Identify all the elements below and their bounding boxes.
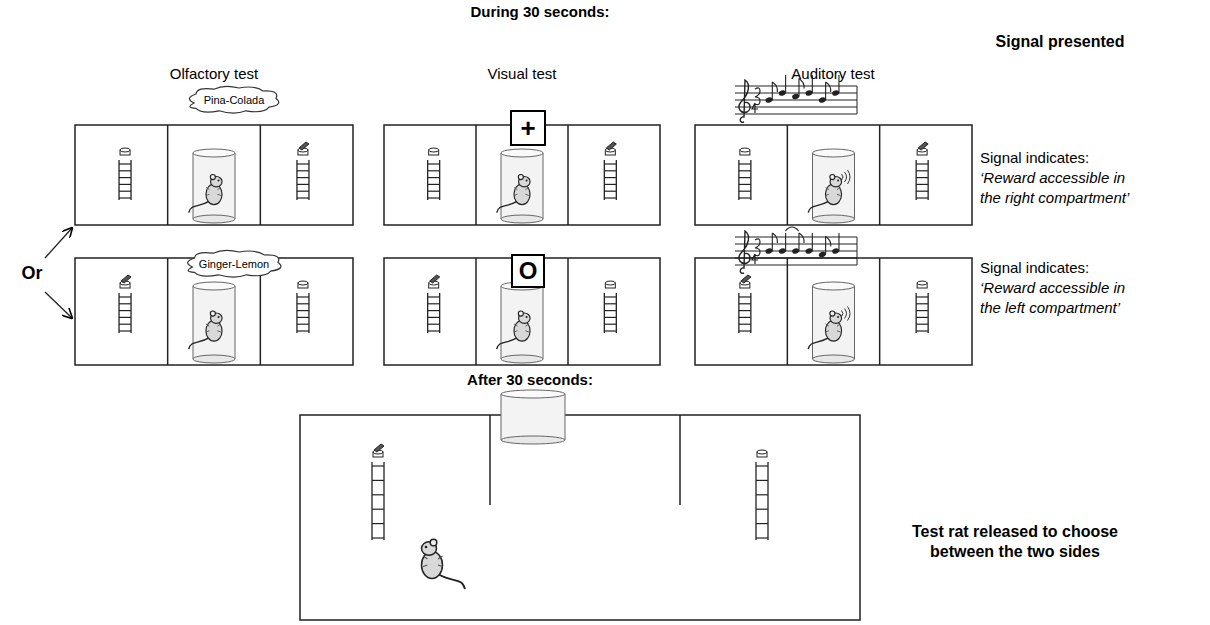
rat-figure — [808, 311, 841, 349]
ladder — [297, 142, 309, 200]
holding-cylinder — [189, 149, 235, 223]
signal-note: Signal indicates: — [980, 258, 1205, 278]
ladder — [119, 275, 131, 333]
cue-symbol: O — [519, 259, 538, 283]
reward-dish — [917, 142, 928, 155]
sound-waves — [845, 172, 847, 182]
reward-dish — [740, 275, 751, 288]
rat-figure — [497, 175, 530, 213]
reward-dish — [120, 275, 131, 288]
test-heading: Auditory test — [753, 64, 913, 84]
ladder — [739, 275, 751, 333]
reward-dish — [298, 142, 309, 155]
rat-figure — [808, 175, 841, 213]
rat-figure — [189, 311, 222, 349]
ladder — [428, 148, 440, 200]
reward-dish — [605, 142, 616, 155]
ladder — [739, 148, 751, 200]
ladder — [372, 444, 384, 540]
rat-figure — [189, 175, 222, 213]
music-staff — [735, 75, 857, 122]
visual-cue: + — [510, 110, 546, 146]
test-apparatus — [695, 258, 972, 365]
or-label: Or — [14, 263, 50, 283]
ladder — [756, 450, 768, 540]
cue-symbol: + — [520, 115, 535, 141]
choice-arrow — [45, 292, 72, 318]
test-apparatus — [695, 125, 972, 225]
empty-dish — [120, 148, 130, 155]
ladder — [428, 275, 440, 333]
sound-waves — [842, 174, 844, 180]
odour-name: Ginger-Lemon — [199, 259, 269, 270]
empty-dish — [757, 450, 767, 457]
ladder — [604, 281, 616, 333]
odour-name: Pina-Colada — [204, 95, 265, 106]
music-staff — [735, 227, 857, 273]
test-heading: Visual test — [442, 64, 602, 84]
test-heading: Olfactory test — [134, 64, 294, 84]
empty-dish — [298, 281, 308, 288]
signal-meaning: ‘Reward accessible in the right compartm… — [980, 168, 1130, 208]
holding-cylinder — [808, 149, 854, 223]
sound-waves — [845, 309, 847, 319]
empty-dish — [740, 148, 750, 155]
odour-cloud: Ginger-Lemon — [182, 249, 286, 279]
holding-cylinder — [501, 390, 565, 444]
phase-heading: During 30 seconds: — [380, 2, 700, 22]
sound-waves — [842, 311, 844, 317]
ladder — [297, 281, 309, 333]
phase-heading: After 30 seconds: — [430, 370, 630, 390]
empty-dish — [429, 148, 439, 155]
holding-cylinder — [808, 282, 854, 363]
holding-cylinder — [497, 149, 543, 223]
sound-waves — [848, 307, 851, 321]
reward-dish — [429, 275, 440, 288]
ladder — [916, 142, 928, 200]
column-heading: Signal presented — [950, 32, 1170, 52]
test-apparatus — [384, 258, 660, 365]
ladder — [119, 148, 131, 200]
reward-dish — [373, 444, 384, 457]
ladder — [604, 142, 616, 200]
holding-cylinder — [189, 282, 235, 363]
holding-cylinder — [497, 282, 543, 363]
test-apparatus — [75, 125, 353, 225]
signal-meaning: ‘Reward accessible in the left compartme… — [980, 278, 1130, 318]
rat-figure — [422, 539, 466, 589]
release-apparatus — [300, 390, 860, 620]
visual-cue: O — [511, 254, 545, 288]
choice-arrow — [45, 228, 72, 258]
sound-waves — [848, 170, 851, 184]
empty-dish — [917, 281, 927, 288]
empty-dish — [605, 281, 615, 288]
signal-note: Signal indicates: — [980, 148, 1205, 168]
odour-cloud: Pina-Colada — [184, 85, 284, 115]
rat-figure — [497, 311, 530, 349]
ladder — [916, 281, 928, 333]
step-note: Test rat released to choose between the … — [880, 522, 1150, 562]
